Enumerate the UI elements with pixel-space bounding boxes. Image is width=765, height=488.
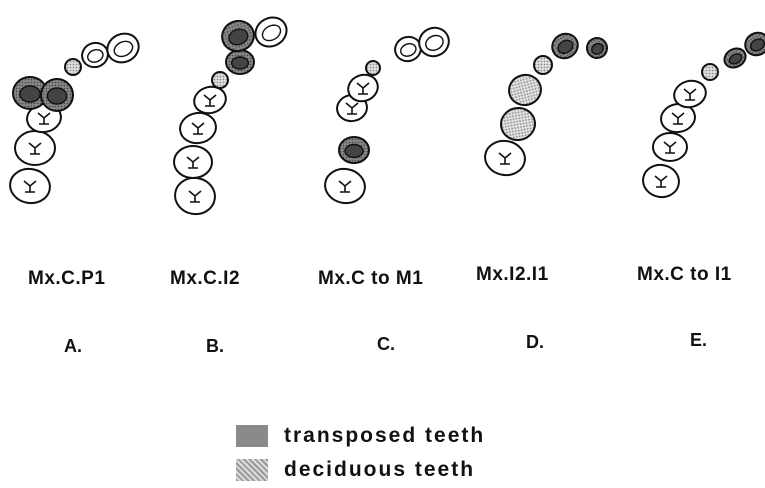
panel-e-letter: E. xyxy=(690,330,707,351)
deciduous-tooth xyxy=(366,61,380,75)
panel-c-label: Mx.C to M1 xyxy=(318,268,423,290)
panel-b-letter: B. xyxy=(206,336,224,357)
arch-a xyxy=(7,29,143,207)
tooth xyxy=(414,23,453,61)
panel-b-label: Mx.C.I2 xyxy=(170,268,240,290)
deciduous-tooth xyxy=(702,64,718,80)
transposed-swatch xyxy=(236,425,268,447)
tooth-crown-detail xyxy=(47,88,66,104)
legend-deciduous-text: deciduous teeth xyxy=(284,458,475,482)
deciduous-swatch xyxy=(236,459,268,481)
panel-d-label: Mx.I2.I1 xyxy=(476,264,549,286)
deciduous-tooth xyxy=(498,105,537,142)
tooth-crown-detail xyxy=(20,86,40,102)
tooth xyxy=(103,29,144,68)
legend-transposed-text: transposed teeth xyxy=(284,424,485,448)
tooth xyxy=(250,12,292,52)
panel-a-letter: A. xyxy=(64,336,82,357)
arch-d xyxy=(482,29,610,178)
arch-e xyxy=(640,28,765,199)
arch-b xyxy=(172,12,292,217)
panel-a-label: Mx.C.P1 xyxy=(28,268,105,290)
panel-c-letter: C. xyxy=(377,334,395,355)
legend-deciduous: deciduous teeth xyxy=(236,458,475,482)
panel-d-letter: D. xyxy=(526,332,544,353)
deciduous-tooth xyxy=(506,71,545,108)
deciduous-tooth xyxy=(212,72,228,88)
tooth xyxy=(79,39,112,70)
deciduous-tooth xyxy=(65,59,81,75)
legend-transposed: transposed teeth xyxy=(236,424,485,448)
tooth-crown-detail xyxy=(232,57,249,69)
arch-c xyxy=(322,23,453,206)
tooth-crown-detail xyxy=(345,145,363,158)
panel-e-label: Mx.C to I1 xyxy=(637,264,732,286)
deciduous-tooth xyxy=(534,56,552,74)
